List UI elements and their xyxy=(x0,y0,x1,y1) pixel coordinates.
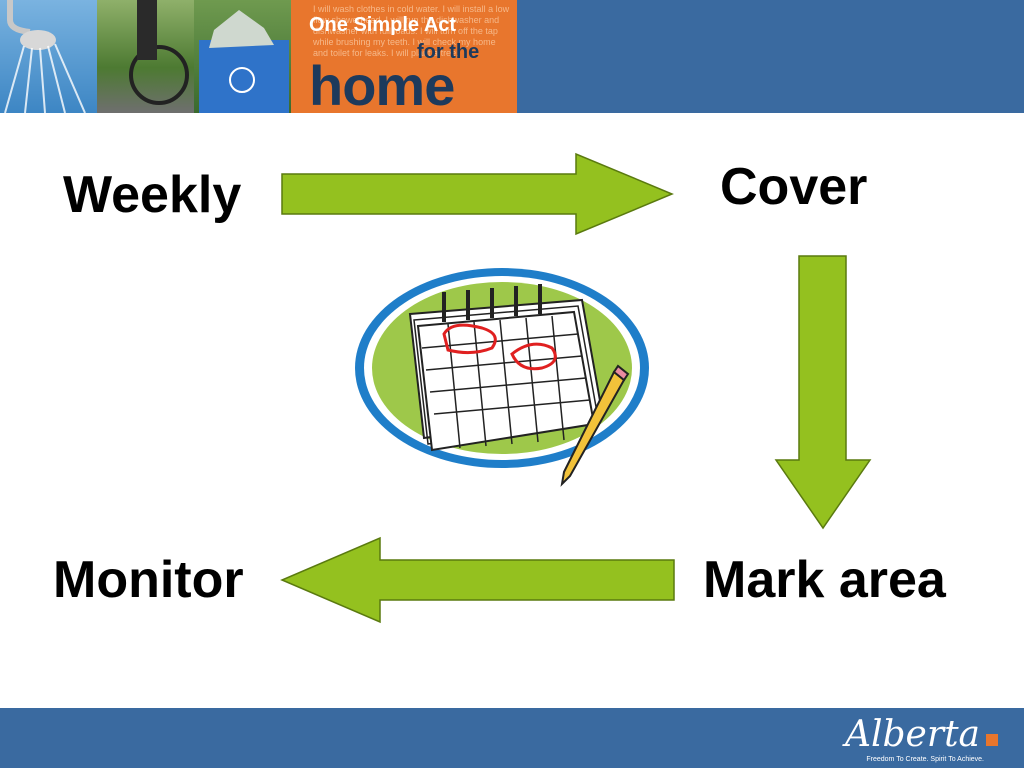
alberta-logo: Alberta xyxy=(845,714,980,755)
showerhead-photo xyxy=(0,0,97,113)
arrow-mark-area-to-monitor xyxy=(280,536,675,624)
banner-line-2: for the xyxy=(417,41,480,63)
one-simple-act-banner: I will wash clothes in cold water. I wil… xyxy=(291,0,517,113)
arrow-weekly-to-cover xyxy=(281,152,674,236)
footer-bar: Alberta Freedom To Create. Spirit To Ach… xyxy=(0,708,1024,768)
step-weekly: Weekly xyxy=(63,166,242,224)
step-monitor: Monitor xyxy=(53,551,244,609)
alberta-tagline: Freedom To Create. Spirit To Achieve. xyxy=(866,756,984,763)
banner-background-text: I will wash clothes in cold water. I wil… xyxy=(313,4,510,58)
calendar-pencil-icon xyxy=(355,268,649,487)
step-mark-area: Mark area xyxy=(703,551,946,609)
bicycle-photo xyxy=(97,0,194,113)
header-bar: I will wash clothes in cold water. I wil… xyxy=(0,0,1024,113)
recycling-bin-photo xyxy=(194,0,291,113)
banner-line-1: One Simple Act xyxy=(309,14,457,36)
banner-line-3: home xyxy=(309,54,455,114)
alberta-logo-mark-icon xyxy=(986,734,998,746)
step-cover: Cover xyxy=(720,158,868,216)
arrow-cover-to-mark-area xyxy=(774,255,872,530)
